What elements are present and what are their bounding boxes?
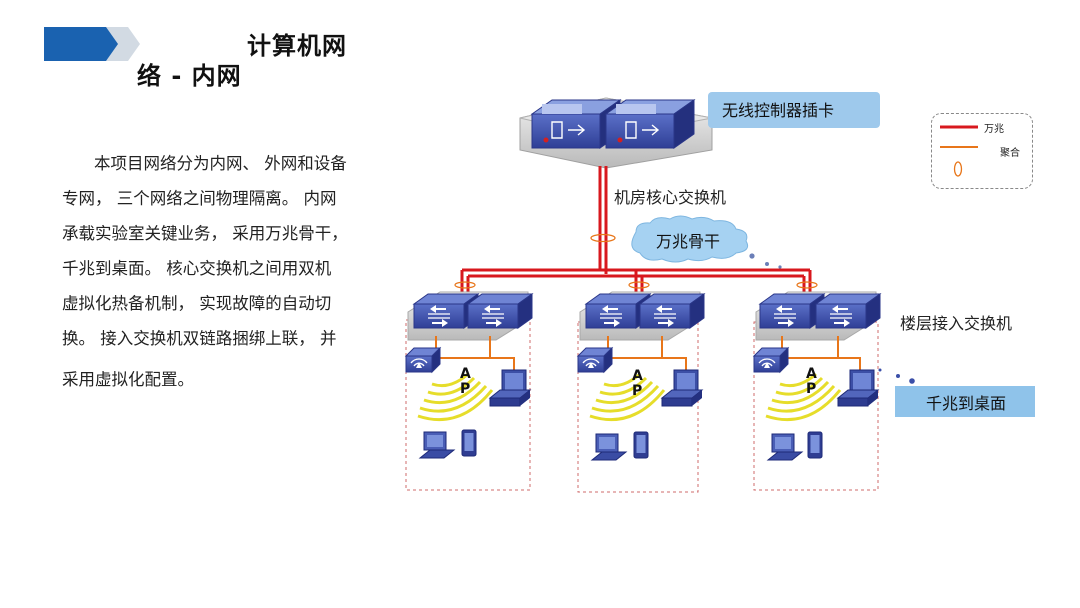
backbone-label: 万兆骨干 <box>656 232 721 251</box>
description-line: 承载实验室关键业务， 采用万兆骨干， <box>62 224 348 243</box>
wireless-controller-label: 无线控制器插卡 <box>722 101 835 120</box>
ap-label-p: P <box>460 381 470 397</box>
backbone-cloud <box>631 215 782 269</box>
description-line: 虚拟化热备机制， 实现故障的自动切 <box>62 294 332 313</box>
description-line: 千兆到桌面。 核心交换机之间用双机 <box>62 259 332 278</box>
legend <box>931 113 1033 189</box>
description-line: 换。 接入交换机双链路捆绑上联， 并 <box>62 329 337 348</box>
legend-ten-gig-label: 万兆 <box>984 124 1004 135</box>
description-text: 本项目网络分为内网、 外网和设备 专网， 三个网络之间物理隔离。 内网 承载实验… <box>62 146 372 397</box>
ap-label-a: A <box>806 366 817 382</box>
page-title-continued: 络 - 内网 <box>137 62 242 90</box>
ap-label-p: P <box>806 381 816 397</box>
access-group-2 <box>577 291 705 493</box>
floor-switch-label: 楼层接入交换机 <box>900 314 1013 333</box>
ap-label-a: A <box>460 366 471 382</box>
description-line: 采用虚拟化配置。 <box>62 370 194 389</box>
legend-lines <box>940 125 978 177</box>
header-accent <box>44 27 140 61</box>
desktop-label: 千兆到桌面 <box>926 394 1007 413</box>
access-group-1 <box>405 291 533 491</box>
core-switch <box>519 97 713 169</box>
ap-label-a: A <box>632 368 643 384</box>
description-line: 本项目网络分为内网、 外网和设备 <box>94 154 347 173</box>
ap-label-p: P <box>632 383 642 399</box>
legend-aggregation-label: 聚合 <box>1000 148 1020 159</box>
core-switch-label: 机房核心交换机 <box>614 188 727 207</box>
desktop-callout <box>895 386 1035 417</box>
desktop-callout-dots <box>878 368 915 384</box>
page-title: 计算机网 <box>247 32 347 60</box>
description-line: 专网， 三个网络之间物理隔离。 内网 <box>62 189 337 208</box>
wireless-controller-callout <box>708 92 880 128</box>
accent-chevron-blue <box>44 27 118 61</box>
access-group-3 <box>753 291 881 491</box>
